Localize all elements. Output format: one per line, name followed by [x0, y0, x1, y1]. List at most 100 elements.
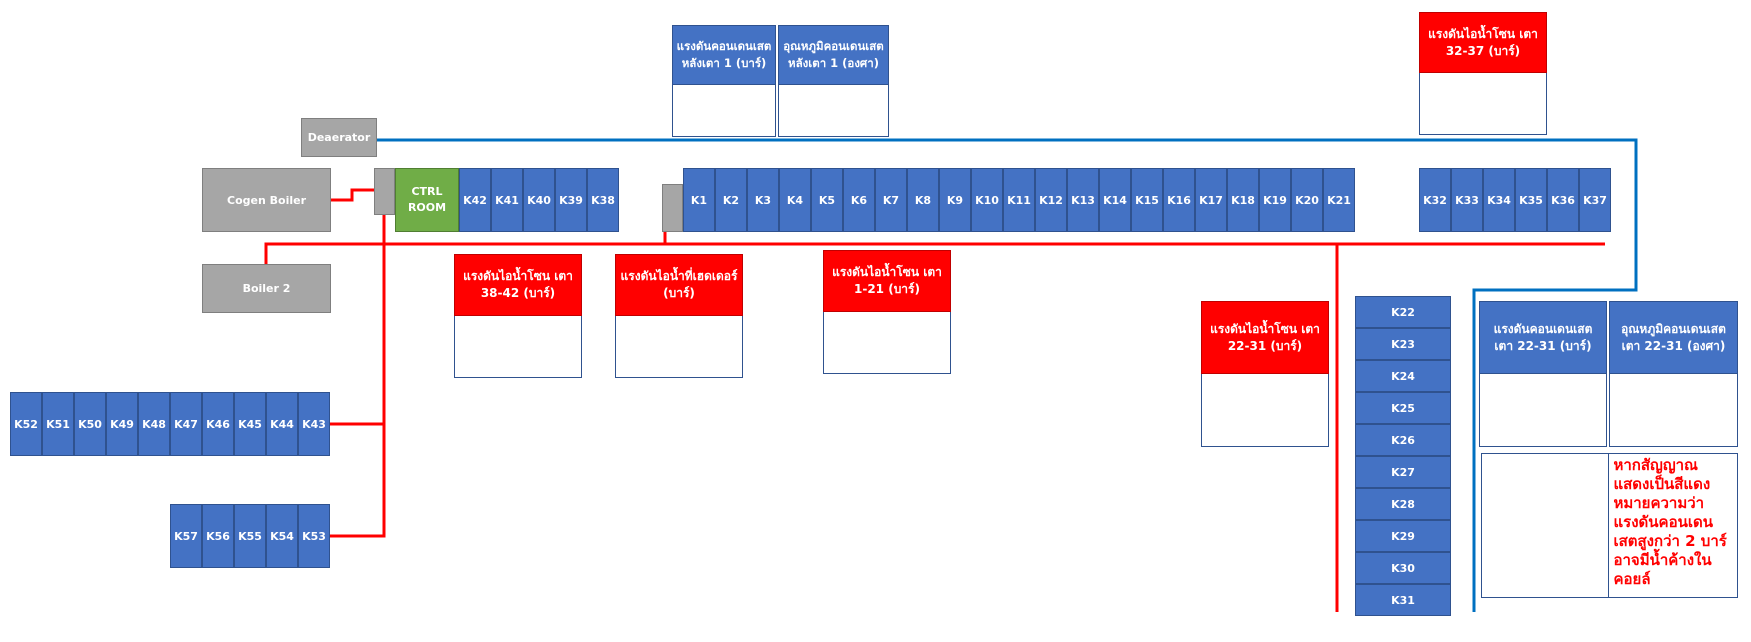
- panel-steam-pressure-32-37: แรงดันไอน้ำโซน เตา 32-37 (บาร์): [1419, 12, 1547, 135]
- kiln[interactable]: K39: [555, 168, 587, 232]
- panel-value: [454, 316, 582, 378]
- panel-value: [672, 85, 776, 137]
- kiln[interactable]: K8: [907, 168, 939, 232]
- kiln[interactable]: K44: [266, 392, 298, 456]
- kiln[interactable]: K43: [298, 392, 330, 456]
- kiln[interactable]: K3: [747, 168, 779, 232]
- panel-title: แรงดันไอน้ำที่เฮดเดอร์ (บาร์): [615, 254, 743, 316]
- steam-line: [264, 188, 1605, 612]
- kiln[interactable]: K22: [1355, 296, 1451, 328]
- header-valve: [374, 168, 395, 215]
- alarm-sample-cell: [1482, 454, 1610, 597]
- kiln-group-k57-k53: K57 K56 K55 K54 K53: [170, 504, 330, 568]
- kiln[interactable]: K46: [202, 392, 234, 456]
- kiln[interactable]: K5: [811, 168, 843, 232]
- kiln-group-k1-k21: K1 K2 K3 K4 K5 K6 K7 K8 K9 K10 K11 K12 K…: [683, 168, 1355, 232]
- kiln[interactable]: K57: [170, 504, 202, 568]
- panel-title: แรงดันคอนเดนเสตหลังเตา 1 (บาร์): [672, 25, 776, 85]
- kiln[interactable]: K51: [42, 392, 74, 456]
- kiln[interactable]: K27: [1355, 456, 1451, 488]
- panel-condensate-pressure-22-31: แรงดันคอนเดนเสต เตา 22-31 (บาร์): [1479, 301, 1607, 447]
- kiln[interactable]: K32: [1419, 168, 1451, 232]
- panel-title: แรงดันคอนเดนเสต เตา 22-31 (บาร์): [1479, 301, 1607, 374]
- boiler-2: Boiler 2: [202, 264, 331, 313]
- kiln[interactable]: K54: [266, 504, 298, 568]
- kiln[interactable]: K4: [779, 168, 811, 232]
- kiln[interactable]: K34: [1483, 168, 1515, 232]
- kiln[interactable]: K16: [1163, 168, 1195, 232]
- kiln[interactable]: K50: [74, 392, 106, 456]
- panel-condensate-temp-22-31: อุณหภูมิคอนเดนเสตเตา 22-31 (องศา): [1609, 301, 1738, 447]
- panel-value: [1201, 374, 1329, 447]
- header-valve: [662, 184, 683, 232]
- panel-value: [1479, 374, 1607, 447]
- kiln-group-k42-k38: K42 K41 K40 K39 K38: [459, 168, 619, 232]
- kiln[interactable]: K10: [971, 168, 1003, 232]
- panel-condensate-pressure-k1: แรงดันคอนเดนเสตหลังเตา 1 (บาร์): [672, 25, 776, 137]
- panel-value: [615, 316, 743, 378]
- kiln[interactable]: K7: [875, 168, 907, 232]
- panel-title: แรงดันไอน้ำโซน เตา 38-42 (บาร์): [454, 254, 582, 316]
- panel-title: อุณหภูมิคอนเดนเสตเตา 22-31 (องศา): [1609, 301, 1738, 374]
- kiln-group-k52-k43: K52 K51 K50 K49 K48 K47 K46 K45 K44 K43: [10, 392, 330, 456]
- kiln[interactable]: K19: [1259, 168, 1291, 232]
- panel-condensate-temp-k1: อุณหภูมิคอนเดนเสตหลังเตา 1 (องศา): [778, 25, 889, 137]
- kiln[interactable]: K21: [1323, 168, 1355, 232]
- ctrl-room: CTRL ROOM: [395, 168, 459, 232]
- kiln[interactable]: K18: [1227, 168, 1259, 232]
- kiln[interactable]: K13: [1067, 168, 1099, 232]
- kiln[interactable]: K28: [1355, 488, 1451, 520]
- kiln[interactable]: K37: [1579, 168, 1611, 232]
- kiln[interactable]: K20: [1291, 168, 1323, 232]
- kiln[interactable]: K55: [234, 504, 266, 568]
- kiln[interactable]: K56: [202, 504, 234, 568]
- kiln-group-k32-k37: K32 K33 K34 K35 K36 K37: [1419, 168, 1611, 232]
- kiln[interactable]: K38: [587, 168, 619, 232]
- panel-steam-pressure-1-21: แรงดันไอน้ำโซน เตา 1-21 (บาร์): [823, 250, 951, 374]
- kiln[interactable]: K31: [1355, 584, 1451, 616]
- panel-value: [1419, 73, 1547, 135]
- kiln[interactable]: K29: [1355, 520, 1451, 552]
- kiln[interactable]: K17: [1195, 168, 1227, 232]
- kiln[interactable]: K49: [106, 392, 138, 456]
- panel-value: [1609, 374, 1738, 447]
- kiln[interactable]: K25: [1355, 392, 1451, 424]
- alarm-note-box: หากสัญญาณแสดงเป็นสีแดง หมายความว่า แรงดั…: [1481, 453, 1738, 598]
- kiln[interactable]: K11: [1003, 168, 1035, 232]
- panel-value: [823, 312, 951, 374]
- kiln[interactable]: K6: [843, 168, 875, 232]
- kiln[interactable]: K36: [1547, 168, 1579, 232]
- kiln[interactable]: K1: [683, 168, 715, 232]
- kiln[interactable]: K52: [10, 392, 42, 456]
- cogen-boiler: Cogen Boiler: [202, 168, 331, 232]
- kiln[interactable]: K14: [1099, 168, 1131, 232]
- kiln[interactable]: K45: [234, 392, 266, 456]
- kiln[interactable]: K42: [459, 168, 491, 232]
- kiln[interactable]: K9: [939, 168, 971, 232]
- kiln[interactable]: K30: [1355, 552, 1451, 584]
- panel-steam-pressure-22-31: แรงดันไอน้ำโซน เตา 22-31 (บาร์): [1201, 301, 1329, 447]
- panel-title: แรงดันไอน้ำโซน เตา 1-21 (บาร์): [823, 250, 951, 312]
- kiln[interactable]: K41: [491, 168, 523, 232]
- kiln[interactable]: K33: [1451, 168, 1483, 232]
- panel-value: [778, 85, 889, 137]
- kiln-group-k22-k31: K22 K23 K24 K25 K26 K27 K28 K29 K30 K31: [1355, 296, 1451, 616]
- condensate-line: [377, 138, 1638, 612]
- kiln[interactable]: K15: [1131, 168, 1163, 232]
- kiln[interactable]: K40: [523, 168, 555, 232]
- kiln[interactable]: K48: [138, 392, 170, 456]
- panel-title: แรงดันไอน้ำโซน เตา 32-37 (บาร์): [1419, 12, 1547, 73]
- kiln[interactable]: K2: [715, 168, 747, 232]
- kiln[interactable]: K47: [170, 392, 202, 456]
- panel-steam-pressure-header: แรงดันไอน้ำที่เฮดเดอร์ (บาร์): [615, 254, 743, 378]
- deaerator: Deaerator: [301, 118, 377, 157]
- kiln[interactable]: K24: [1355, 360, 1451, 392]
- kiln[interactable]: K23: [1355, 328, 1451, 360]
- kiln[interactable]: K53: [298, 504, 330, 568]
- panel-title: อุณหภูมิคอนเดนเสตหลังเตา 1 (องศา): [778, 25, 889, 85]
- kiln[interactable]: K12: [1035, 168, 1067, 232]
- kiln[interactable]: K26: [1355, 424, 1451, 456]
- kiln[interactable]: K35: [1515, 168, 1547, 232]
- panel-title: แรงดันไอน้ำโซน เตา 22-31 (บาร์): [1201, 301, 1329, 374]
